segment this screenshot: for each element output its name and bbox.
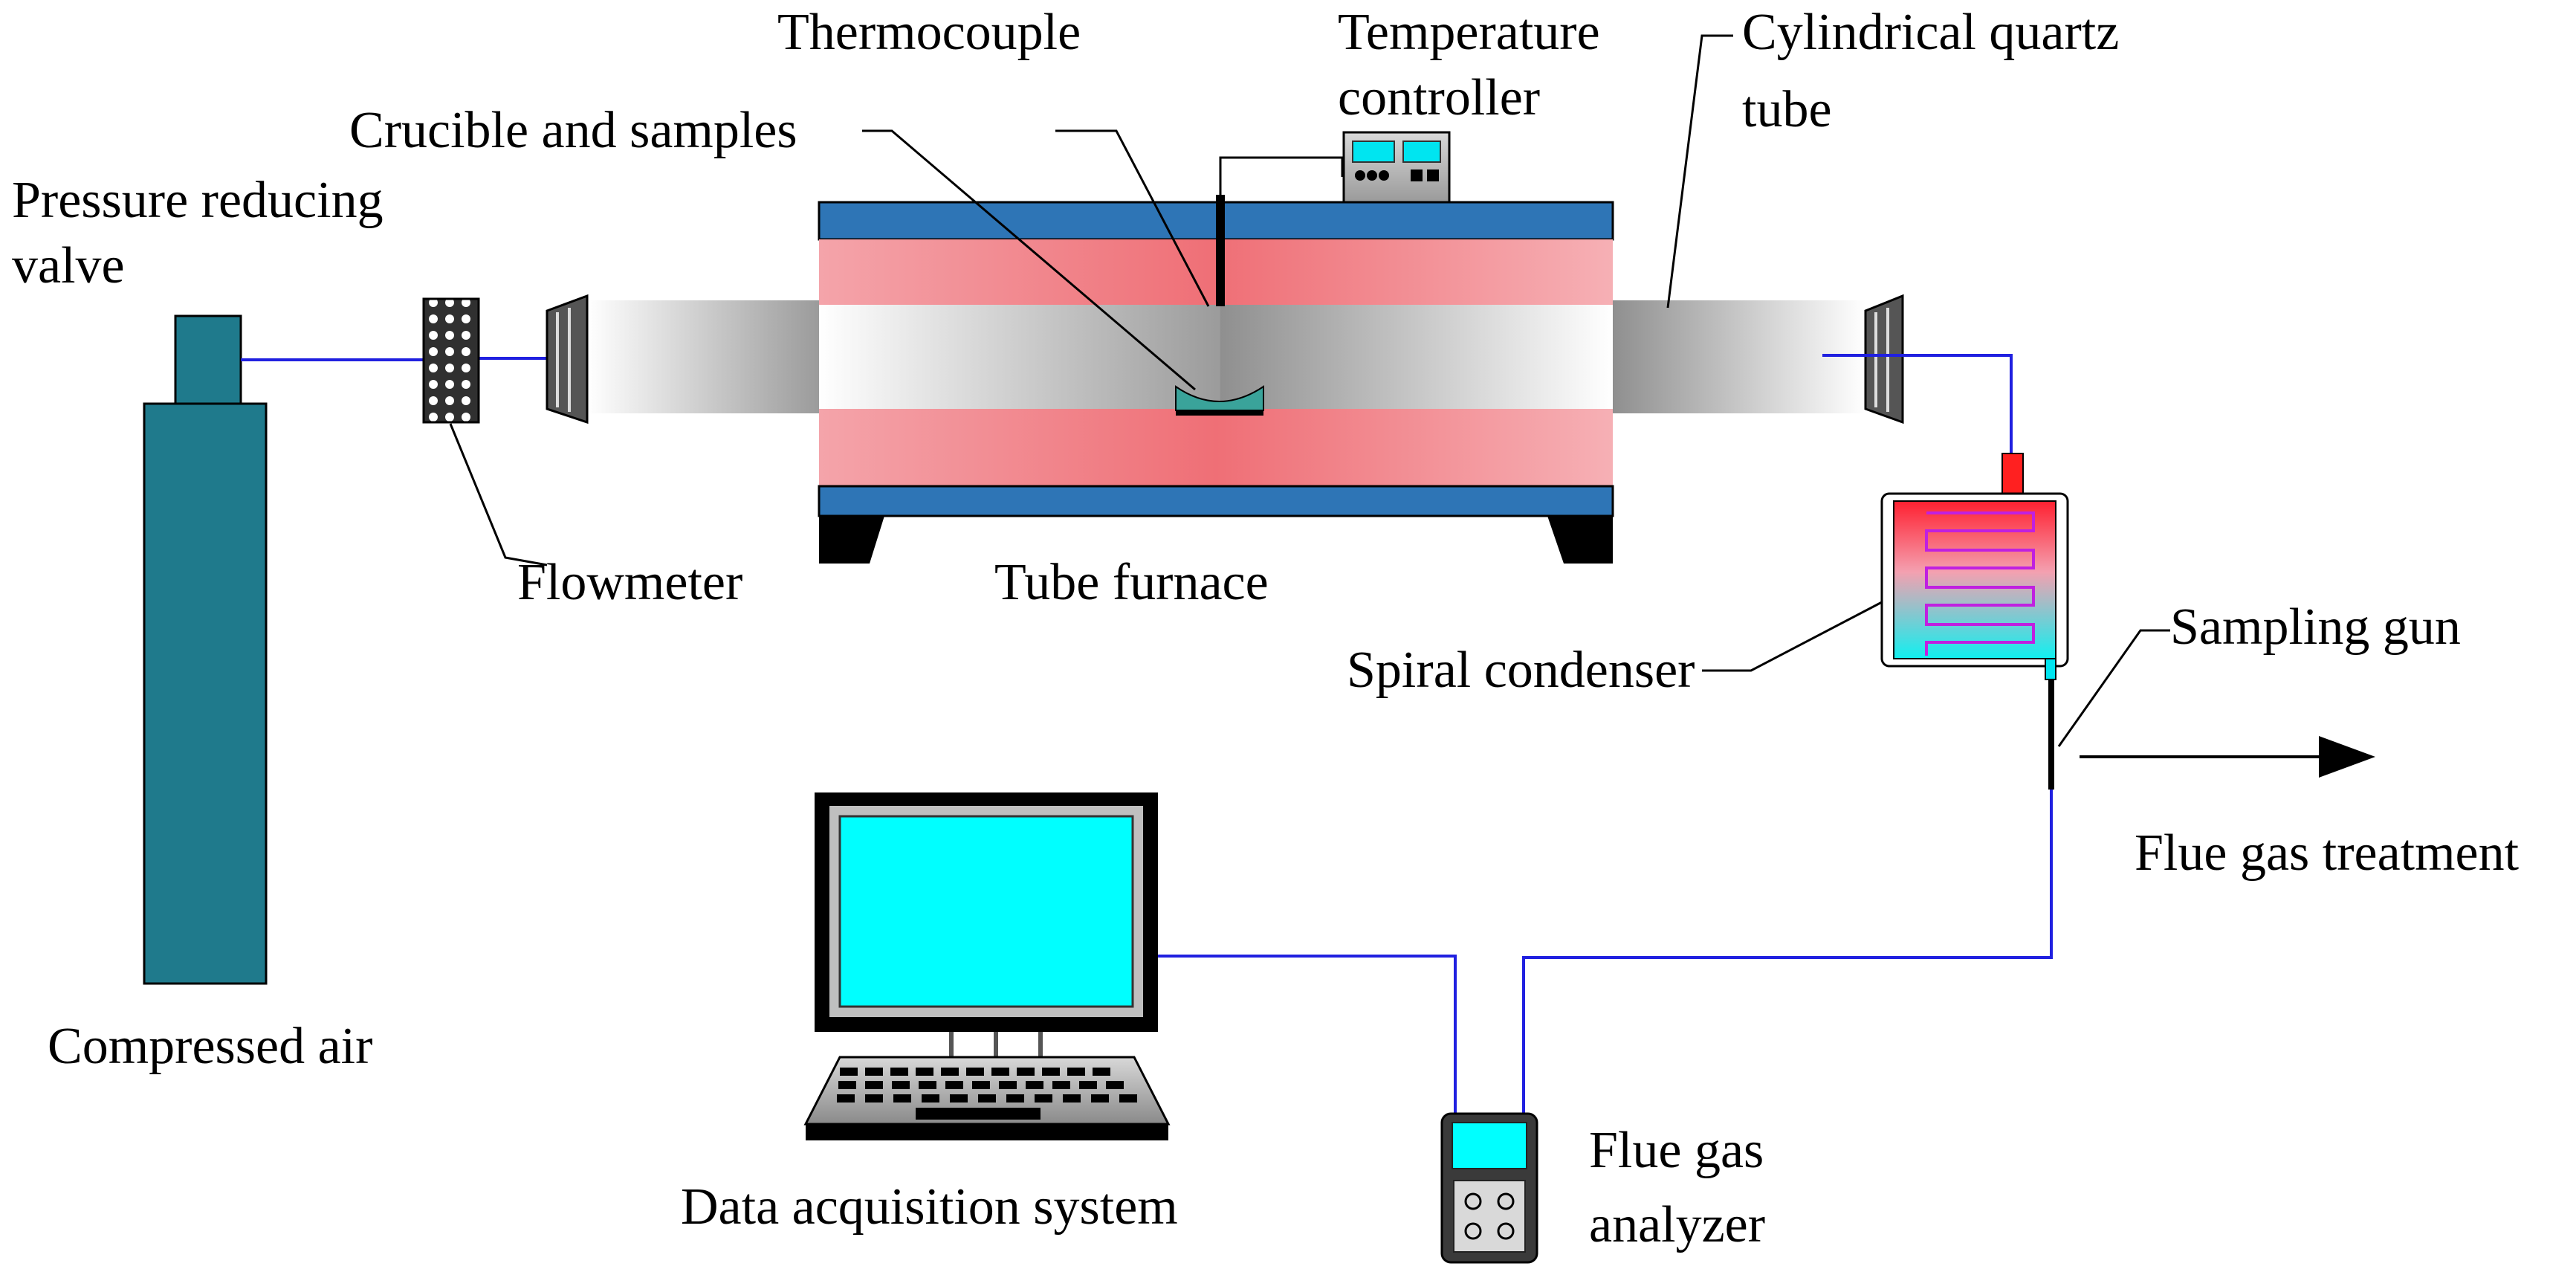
keyboard-key: [840, 1068, 858, 1076]
compressed-air-label: Compressed air: [48, 1018, 372, 1075]
spiral-condenser-label: Spiral condenser: [1347, 642, 1695, 699]
flowmeter-label: Flowmeter: [517, 554, 742, 611]
keyboard-key: [1091, 1094, 1109, 1102]
gas-pipe-inlet: [241, 357, 587, 361]
keyboard-key: [838, 1081, 856, 1089]
keyboard-key: [999, 1081, 1017, 1089]
temperature-controller-label-line2: controller: [1338, 69, 1540, 126]
keyboard-key: [1026, 1081, 1043, 1089]
flue-gas-treatment-label: Flue gas treatment: [2135, 824, 2520, 882]
gas-pipe-outlet: [1822, 354, 2013, 453]
keyboard-key: [865, 1081, 883, 1089]
flowmeter: [422, 297, 480, 424]
quartz-tube-label: Cylindrical quartz: [1742, 4, 2119, 61]
data-acquisition-computer: [803, 792, 1171, 1140]
keyboard-key: [978, 1094, 996, 1102]
keyboard-key: [966, 1068, 984, 1076]
flue-gas-analyzer-label: Flue gas: [1589, 1122, 1764, 1179]
keyboard-key: [972, 1081, 990, 1089]
keyboard-key: [1079, 1081, 1097, 1089]
keyboard-key: [865, 1094, 883, 1102]
signal-lines: [1158, 790, 2053, 1114]
labels: Pressure reducing valve Compressed air F…: [12, 4, 2520, 1253]
keyboard-key: [991, 1068, 1009, 1076]
keyboard-key: [1106, 1081, 1124, 1089]
temperature-controller: [1342, 131, 1451, 204]
crucible: [1175, 385, 1264, 416]
data-acquisition-label: Data acquisition system: [681, 1178, 1178, 1236]
outlet-flange: [1864, 294, 1904, 424]
flue-gas-analyzer-label-line2: analyzer: [1589, 1196, 1765, 1253]
compressed-air-cylinder: [143, 314, 268, 985]
keyboard-key: [1017, 1068, 1035, 1076]
keyboard-key: [919, 1081, 936, 1089]
keyboard-key: [892, 1081, 910, 1089]
tube-furnace-label: Tube furnace: [994, 554, 1269, 611]
inlet-flange: [546, 294, 589, 424]
keyboard-key: [1067, 1068, 1085, 1076]
temperature-controller-label: Temperature: [1338, 4, 1600, 61]
keyboard-key: [865, 1068, 883, 1076]
keyboard-key: [893, 1094, 911, 1102]
flue-gas-treatment-arrow: [2080, 736, 2375, 778]
flue-gas-analyzer: [1440, 1112, 1538, 1264]
pressure-valve-label-line2: valve: [12, 237, 125, 294]
quartz-tube-label-line2: tube: [1742, 81, 1832, 138]
sampling-gun-label: Sampling gun: [2170, 598, 2461, 656]
keyboard-key: [1006, 1094, 1024, 1102]
spiral-condenser: [1880, 453, 2069, 680]
keyboard-key: [837, 1094, 855, 1102]
quartz-tube: [587, 300, 1865, 413]
keyboard-key: [922, 1094, 939, 1102]
keyboard-key: [1119, 1094, 1137, 1102]
keyboard-key: [1093, 1068, 1110, 1076]
keyboard-key: [1035, 1094, 1052, 1102]
thermocouple-label: Thermocouple: [777, 4, 1081, 61]
keyboard-key: [890, 1068, 908, 1076]
pressure-valve-label: Pressure reducing: [12, 172, 384, 229]
tube-furnace: [818, 201, 1614, 564]
keyboard-key: [916, 1068, 933, 1076]
keyboard-key: [950, 1094, 968, 1102]
keyboard-key: [1042, 1068, 1060, 1076]
keyboard-key: [945, 1081, 963, 1089]
keyboard-key: [1052, 1081, 1070, 1089]
thermocouple: [1216, 156, 1344, 306]
crucible-label: Crucible and samples: [349, 102, 797, 159]
leader-lines: [449, 34, 2170, 747]
keyboard-key: [941, 1068, 959, 1076]
keyboard-key: [1063, 1094, 1081, 1102]
